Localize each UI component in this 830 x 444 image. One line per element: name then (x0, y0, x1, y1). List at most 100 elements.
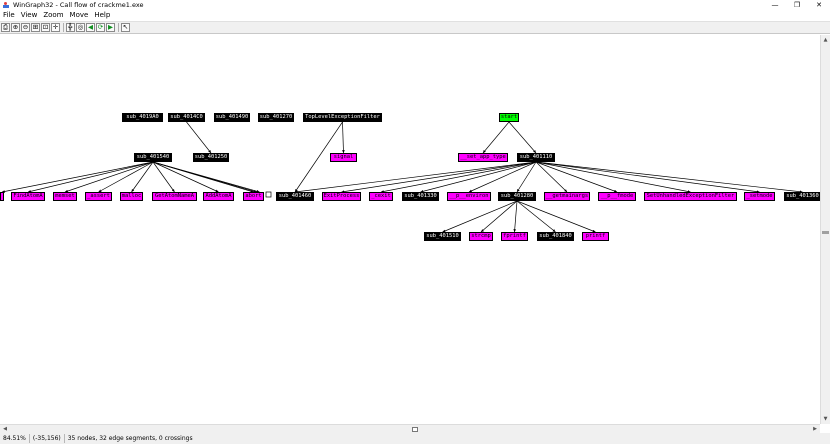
graph-edges (1, 121, 803, 233)
menu-view[interactable]: View (20, 11, 38, 19)
horizontal-scrollbar[interactable]: ◀ ▶ (0, 424, 820, 433)
graph-node[interactable]: strcmp (469, 232, 493, 241)
graph-node[interactable]: sub_4019A0 (122, 113, 163, 122)
scroll-left-icon[interactable]: ◀ (3, 426, 7, 432)
status-zoom: 84.51% (0, 434, 30, 443)
graph-node[interactable]: abort (243, 192, 264, 201)
graph-edge (1, 161, 154, 193)
center-icon[interactable]: ✛ (51, 23, 60, 32)
zoom-in-icon[interactable]: ⊕ (11, 23, 20, 32)
graph-node[interactable]: sub_401540 (134, 153, 172, 162)
pan-left-icon[interactable]: ◀ (86, 23, 95, 32)
zoom-100-icon[interactable]: ⊡ (41, 23, 50, 32)
graph-node[interactable]: sub_4014C0 (168, 113, 205, 122)
graph-edge (420, 161, 537, 193)
graph-node[interactable]: __set_app_type (458, 153, 508, 162)
zoom-out-icon[interactable]: ⊖ (21, 23, 30, 32)
menu-bar: File View Zoom Move Help (0, 10, 830, 20)
move-icon[interactable]: ╬ (66, 23, 75, 32)
scroll-up-icon[interactable]: ▲ (823, 37, 828, 43)
graph-edge (513, 200, 518, 233)
menu-file[interactable]: File (3, 11, 15, 19)
toolbar-separator (63, 23, 64, 32)
graph-node[interactable]: __p__fmode (598, 192, 636, 201)
window-title: WinGraph32 - Call flow of crackme1.exe (13, 1, 144, 9)
graph-edge (535, 161, 803, 194)
graph-node[interactable]: sub_401280 (498, 192, 536, 201)
graph-node[interactable]: SetUnhandledExceptionFilter (644, 192, 737, 201)
close-button[interactable]: ✕ (816, 0, 822, 9)
maximize-button[interactable]: ❐ (793, 0, 801, 9)
horizontal-scroll-thumb[interactable] (412, 427, 418, 432)
minimize-button[interactable]: — (771, 0, 779, 9)
graph-edge (535, 161, 568, 193)
graph-node[interactable]: GetAtomNameA (152, 192, 197, 201)
fit-window-icon[interactable]: ⊞ (31, 23, 40, 32)
graph-edge (152, 161, 219, 193)
toolbar-separator (118, 23, 119, 32)
refresh-icon[interactable]: ⟳ (96, 23, 105, 32)
graph-node[interactable]: sub_401490 (214, 113, 250, 122)
graph-node[interactable]: sub_401460 (276, 192, 314, 201)
graph-edge (480, 200, 518, 233)
print-icon[interactable]: ⎙ (1, 23, 10, 32)
graph-edge (342, 121, 345, 154)
graph-node[interactable]: sub_401360 (784, 192, 820, 201)
graph-node[interactable]: printf (582, 232, 609, 241)
graph-edge (341, 161, 537, 193)
status-info: 35 nodes, 32 edge segments, 0 crossings (67, 435, 193, 442)
graph-node[interactable]: memset (53, 192, 77, 201)
graph-edge (64, 161, 154, 193)
pointer-icon[interactable]: ↖ (121, 23, 130, 32)
graph-edge (131, 161, 154, 193)
graph-edge (294, 161, 537, 194)
graph-node[interactable]: AddAtomA (203, 192, 234, 201)
graph-edge (27, 161, 154, 193)
graph-edge (468, 161, 537, 193)
graph-node[interactable]: _assert (85, 192, 112, 201)
graph-node[interactable]: sub_401270 (258, 113, 294, 122)
graph-edge (516, 200, 596, 233)
menu-move[interactable]: Move (69, 11, 89, 19)
graph-node[interactable]: FindAtomA (11, 192, 45, 201)
graph-node[interactable]: sub_401110 (517, 153, 555, 162)
graph-canvas[interactable]: sub_4019A0 sub_4014C0 sub_401490 sub_401270… (0, 35, 820, 424)
graph-node[interactable]: sub_401510 (424, 232, 461, 241)
graph-node[interactable]: start (499, 113, 519, 122)
scroll-down-icon[interactable]: ▼ (823, 416, 828, 422)
graph-edge (186, 121, 212, 154)
vertical-scroll-thumb[interactable] (822, 231, 829, 234)
graph-node[interactable] (0, 192, 4, 201)
status-bar: 84.51% (-35,156) 35 nodes, 32 edge segme… (0, 433, 830, 444)
graph-node[interactable]: malloc (120, 192, 143, 201)
graph-edge (294, 121, 343, 193)
pan-right-icon[interactable]: ▶ (106, 23, 115, 32)
vertical-scrollbar[interactable]: ▲ ▼ (820, 35, 830, 424)
rotate-icon[interactable]: ◎ (76, 23, 85, 32)
graph-node[interactable]: _cexit (369, 192, 393, 201)
title-bar: WinGraph32 - Call flow of crackme1.exe —… (0, 0, 830, 10)
graph-node[interactable]: TopLevelExceptionFilter (303, 113, 382, 122)
graph-node[interactable]: _setmode (744, 192, 775, 201)
menu-zoom[interactable]: Zoom (43, 11, 64, 19)
window-controls: — ❐ ✕ (764, 0, 830, 10)
graph-node[interactable]: sub_401250 (193, 153, 229, 162)
graph-node[interactable]: sub_401330 (402, 192, 439, 201)
scroll-right-icon[interactable]: ▶ (813, 426, 817, 432)
graph-edge (152, 161, 260, 193)
edge-anchor-box (265, 191, 272, 198)
graph-node[interactable]: signal (330, 153, 357, 162)
graph-edge (98, 161, 154, 193)
graph-node[interactable]: __p__environ (447, 192, 491, 201)
graph-node[interactable]: __getmainargs (544, 192, 590, 201)
graph-edge (442, 200, 518, 233)
graph-edge (535, 161, 760, 194)
graph-node[interactable]: ExitProcess (322, 192, 361, 201)
menu-help[interactable]: Help (94, 11, 111, 19)
graph-edge (152, 161, 175, 193)
graph-node[interactable]: fprintf (501, 232, 528, 241)
graph-node[interactable]: sub_401840 (537, 232, 574, 241)
graph-edge (482, 121, 510, 154)
graph-edge (535, 161, 618, 193)
toolbar: ⎙⊕⊖⊞⊡✛ ╬◎◀⟳▶ ↖ (0, 21, 830, 34)
